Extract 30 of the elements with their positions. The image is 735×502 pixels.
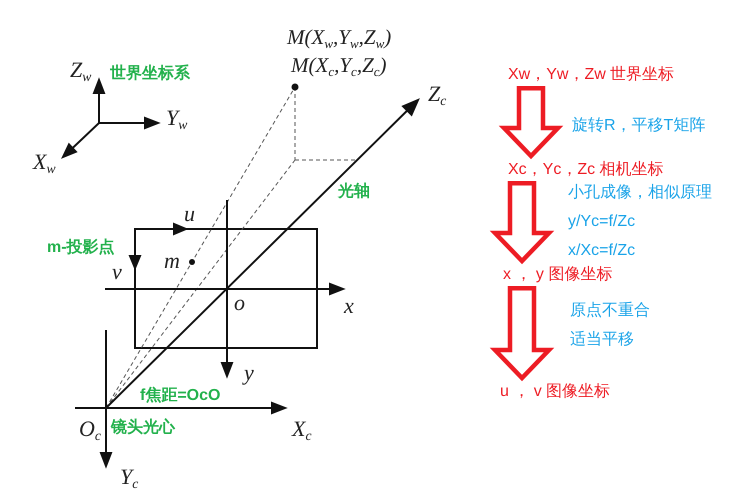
edge-label: 原点不重合适当平移 [570,300,651,350]
axis-label: Y$_{w}$ [166,106,188,130]
axis-label: o [234,291,245,316]
coordinate-step-text: Xw，Yw，Zw 世界坐标 [508,65,674,84]
axis-label: u [184,202,195,226]
block-arrow [498,86,564,160]
block-arrow [490,180,554,264]
axis-label: X$_{w}$ [33,150,56,174]
block-arrow [490,286,554,382]
axis-label: y [244,361,254,386]
edge-label: 小孔成像，相似原理 y/Yc=f/Zc x/Xc=f/Zc [568,182,712,261]
edge-label: 旋转R，平移T矩阵 [572,116,706,136]
axis-label: v [112,260,122,284]
point-label: M(X$_{w}$,Y$_{w}$,Z$_{w}$) [287,26,392,50]
axis-label: O$_{c}$ [79,417,101,442]
axis-label: m [164,249,180,274]
axis-label: x [344,294,354,318]
coordinate-step-text: u ， v 图像坐标 [500,382,610,402]
axis-label: X$_{c}$ [292,417,312,442]
axis-label: Z$_{c}$ [428,82,446,106]
annotation-text: f焦距=OcO [140,386,220,406]
point-label: M(X$_{c}$,Y$_{c}$,Z$_{c}$) [291,54,387,78]
annotation-text: 镜头光心 [111,418,175,438]
annotation-text: m-投影点 [47,238,115,258]
annotation-text: 世界坐标系 [110,64,190,84]
axis-label: Y$_{c}$ [120,465,138,490]
coordinate-step-text: Xc，Yc，Zc 相机坐标 [508,160,664,180]
coordinate-step-text: x ， y 图像坐标 [503,265,612,284]
axis-label: Z$_{w}$ [70,58,92,82]
annotation-text: 光轴 [338,182,370,202]
